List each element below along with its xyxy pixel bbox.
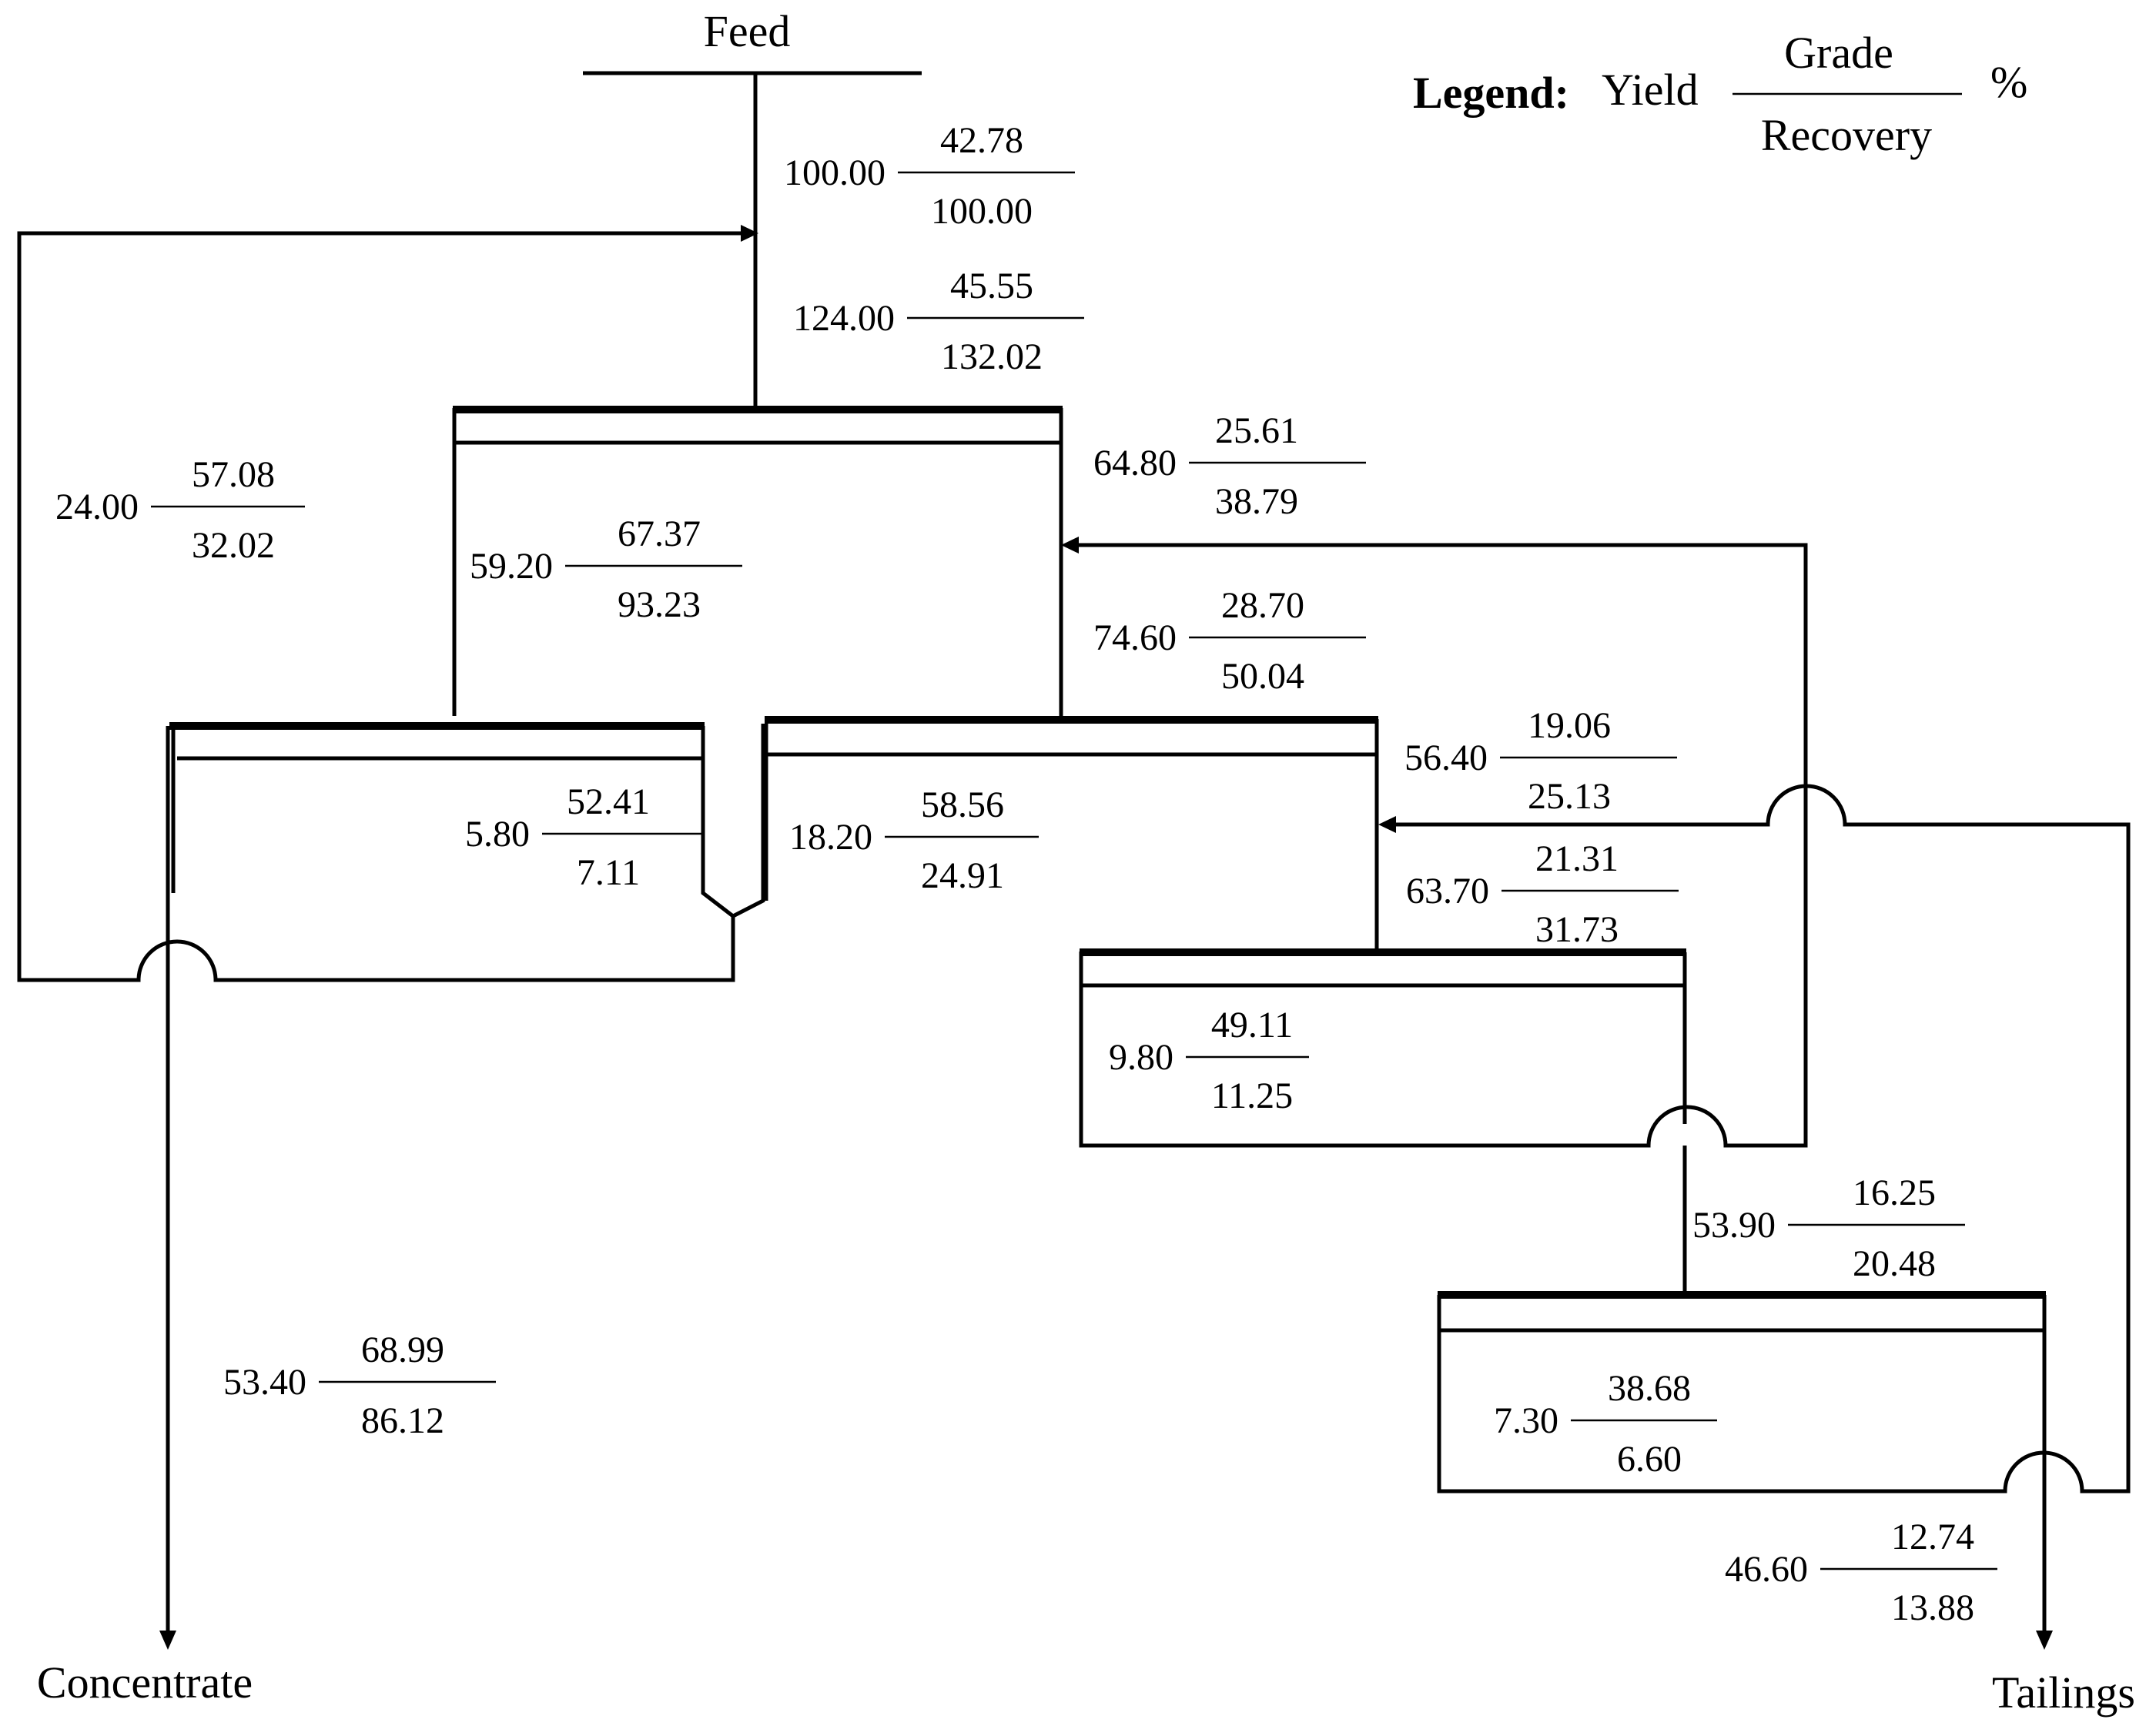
grade-value: 38.68 — [1608, 1368, 1691, 1409]
grade-value: 16.25 — [1853, 1172, 1936, 1213]
scavenger-1-cell — [764, 719, 1379, 952]
yield-value: 56.40 — [1404, 738, 1488, 778]
stream-label-feed: 100.00 42.78 100.00 — [784, 120, 1075, 232]
scavenger-3-cell — [1396, 784, 2131, 1493]
arrowheads — [159, 225, 2053, 1650]
recovery-value: 86.12 — [361, 1400, 444, 1441]
scavenger-2-cell — [1070, 543, 1808, 1148]
recycle-loop — [17, 231, 743, 982]
recovery-value: 132.02 — [941, 336, 1043, 377]
yield-value: 53.90 — [1692, 1205, 1776, 1246]
grade-value: 49.11 — [1211, 1005, 1293, 1045]
recovery-value: 38.79 — [1215, 481, 1298, 522]
grade-value: 19.06 — [1528, 705, 1611, 746]
grade-value: 28.70 — [1221, 585, 1304, 626]
recovery-value: 25.13 — [1528, 776, 1611, 817]
grade-value: 42.78 — [940, 120, 1023, 161]
yield-value: 74.60 — [1093, 617, 1177, 658]
flow-lines — [17, 71, 2131, 1632]
yield-value: 5.80 — [465, 814, 530, 855]
stream-label-scav1-tail: 56.40 19.06 25.13 — [1404, 705, 1677, 817]
stream-label-scav2-conc: 9.80 49.11 11.25 — [1109, 1005, 1309, 1116]
legend-grade: Grade — [1784, 28, 1893, 78]
stream-label-scav1-feed: 74.60 28.70 50.04 — [1093, 585, 1366, 697]
recovery-value: 13.88 — [1891, 1587, 1974, 1628]
recovery-value: 24.91 — [921, 855, 1004, 896]
stream-label-rougher-feed: 124.00 45.55 132.02 — [793, 266, 1084, 377]
recovery-value: 6.60 — [1617, 1439, 1682, 1480]
scavenger-2-return-arrowhead — [1061, 537, 1079, 554]
recovery-value: 31.73 — [1535, 909, 1619, 950]
grade-value: 58.56 — [921, 784, 1004, 825]
stream-label-scav2-tail: 53.90 16.25 20.48 — [1692, 1172, 1965, 1284]
legend: Legend: Yield Grade Recovery % — [1413, 28, 2027, 160]
yield-value: 124.00 — [793, 298, 895, 339]
recovery-value: 11.25 — [1211, 1075, 1293, 1116]
yield-value: 100.00 — [784, 152, 886, 193]
legend-unit: % — [1990, 57, 2027, 107]
scavenger-3-return-arrowhead — [1378, 816, 1396, 833]
legend-yield: Yield — [1602, 65, 1699, 115]
grade-value: 21.31 — [1535, 838, 1619, 879]
recovery-value: 93.23 — [618, 584, 701, 625]
tailings-arrowhead — [2036, 1631, 2053, 1650]
stream-labels: 100.00 42.78 100.00 124.00 45.55 132.02 24.00 5… — [55, 120, 1997, 1628]
yield-value: 53.40 — [223, 1362, 306, 1403]
yield-value: 46.60 — [1725, 1549, 1808, 1590]
grade-value: 57.08 — [192, 454, 275, 495]
stream-label-scav3-conc: 7.30 38.68 6.60 — [1494, 1368, 1717, 1480]
stream-label-middling-1: 24.00 57.08 32.02 — [55, 454, 305, 566]
grade-value: 68.99 — [361, 1330, 444, 1370]
rougher-cell — [452, 408, 1063, 716]
yield-value: 63.70 — [1406, 871, 1489, 911]
yield-value: 64.80 — [1093, 443, 1177, 483]
yield-value: 18.20 — [789, 817, 872, 858]
recovery-value: 7.11 — [577, 852, 640, 893]
recovery-value: 50.04 — [1221, 656, 1304, 697]
concentrate-arrowhead — [159, 1631, 176, 1650]
grade-value: 25.61 — [1215, 410, 1298, 451]
concentrate-label: Concentrate — [37, 1657, 253, 1708]
legend-recovery: Recovery — [1761, 110, 1932, 160]
stream-label-final-conc: 53.40 68.99 86.12 — [223, 1330, 496, 1441]
grade-value: 12.74 — [1891, 1517, 1974, 1557]
recovery-value: 100.00 — [931, 191, 1033, 232]
yield-value: 24.00 — [55, 487, 139, 527]
stream-label-cleaner-tail: 5.80 52.41 7.11 — [465, 781, 704, 893]
stream-label-rougher-conc: 59.20 67.37 93.23 — [470, 513, 742, 625]
stream-label-scav2-feed: 63.70 21.31 31.73 — [1406, 838, 1679, 950]
stream-label-final-tail: 46.60 12.74 13.88 — [1725, 1517, 1997, 1628]
stream-label-rougher-tail: 64.80 25.61 38.79 — [1093, 410, 1366, 522]
recovery-value: 20.48 — [1853, 1243, 1936, 1284]
stream-label-scav1-conc: 18.20 58.56 24.91 — [789, 784, 1039, 896]
yield-value: 9.80 — [1109, 1037, 1173, 1078]
yield-value: 59.20 — [470, 546, 553, 587]
yield-value: 7.30 — [1494, 1400, 1558, 1441]
recycle-arrowhead — [741, 225, 758, 242]
feed-label: Feed — [704, 6, 791, 56]
tailings-label: Tailings — [1992, 1667, 2135, 1718]
grade-value: 52.41 — [567, 781, 650, 822]
recovery-value: 32.02 — [192, 525, 275, 566]
grade-value: 45.55 — [950, 266, 1033, 306]
grade-value: 67.37 — [618, 513, 701, 554]
legend-title: Legend: — [1413, 68, 1569, 118]
